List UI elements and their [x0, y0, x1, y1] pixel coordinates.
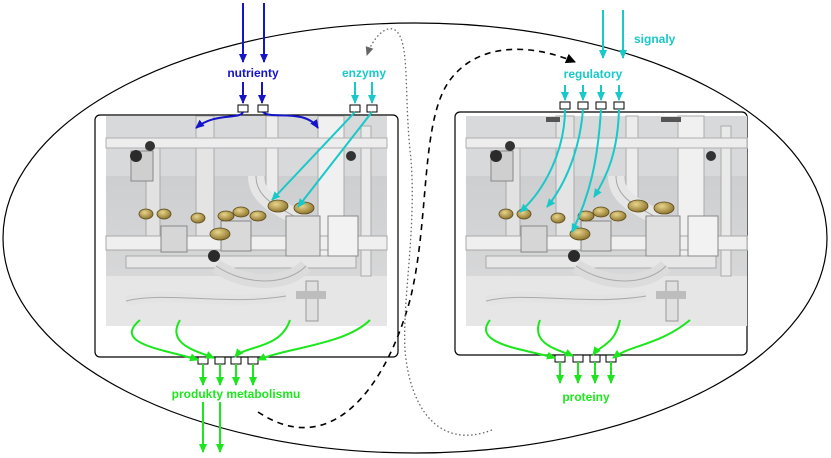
- protein-module: [454, 112, 747, 356]
- feedback-dotted-arrow: [365, 28, 493, 436]
- label-proteins: proteiny: [562, 390, 610, 404]
- enzyme-arrows: [271, 82, 376, 208]
- right-pipe-photo: [466, 116, 747, 326]
- label-signals: signaly: [634, 32, 676, 46]
- label-nutrients: nutrienty: [227, 66, 279, 80]
- label-regulators: regulatory: [564, 67, 623, 81]
- right-module-cap-right: [661, 117, 681, 122]
- label-enzymes: enzymy: [342, 66, 386, 80]
- right-input-ports: [559, 101, 625, 110]
- feedback-dashed-arrow: [257, 48, 576, 429]
- left-input-ports: [237, 104, 378, 113]
- label-metabolic-products: produkty metabolismu: [172, 387, 301, 401]
- metabolic-product-arrows: [130, 319, 371, 453]
- nutrient-arrows: [195, 3, 319, 129]
- protein-product-arrows: [485, 319, 691, 384]
- left-output-ports: [197, 356, 259, 365]
- right-output-ports: [554, 354, 617, 363]
- right-module-cap-left: [546, 117, 560, 122]
- cell-outline: [2, 22, 828, 454]
- regulator-arrows: [519, 10, 627, 233]
